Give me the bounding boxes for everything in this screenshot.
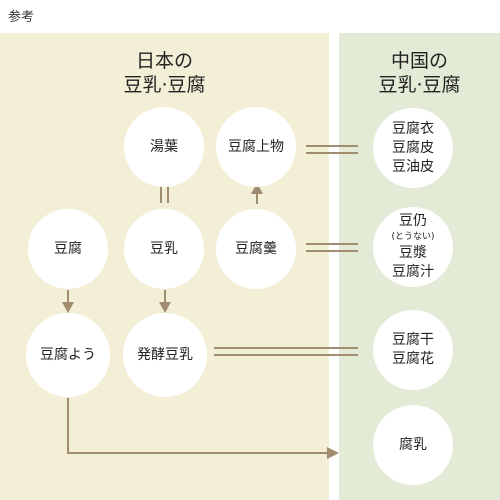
japan-panel-title: 日本の 豆乳·豆腐 xyxy=(0,49,329,97)
arrow-tofuyou-furu-line xyxy=(67,398,328,454)
china-title-line2: 豆乳·豆腐 xyxy=(378,74,461,96)
node-tofu-agemono-label: 豆腐上物 xyxy=(228,138,284,155)
node-yuba-label: 湯葉 xyxy=(150,138,178,155)
node-yuba: 湯葉 xyxy=(124,107,204,187)
node-cn-group2-line2: 豆漿 xyxy=(399,245,427,261)
node-furu-label: 腐乳 xyxy=(399,436,427,453)
japan-title-line2: 豆乳·豆腐 xyxy=(123,74,206,96)
node-cn-group3: 豆腐干 豆腐花 xyxy=(373,310,453,390)
node-tofu-agemono: 豆腐上物 xyxy=(216,107,296,187)
japan-title-line1: 日本の xyxy=(135,50,193,72)
node-tofu-kan: 豆腐羹 xyxy=(216,209,296,289)
node-tofuyou: 豆腐よう xyxy=(26,313,110,397)
node-hakko-tounyu: 発酵豆乳 xyxy=(123,313,207,397)
node-tofuyou-label: 豆腐よう xyxy=(40,346,96,363)
node-tofu-label: 豆腐 xyxy=(54,240,82,257)
arrow-kan-agemono-head xyxy=(251,183,263,194)
node-cn-group2-reading: (とうない) xyxy=(391,232,435,242)
node-cn-group3-line2: 豆腐花 xyxy=(392,351,434,367)
node-cn-group1: 豆腐衣 豆腐皮 豆油皮 xyxy=(373,108,453,188)
node-tounyu: 豆乳 xyxy=(124,209,204,289)
node-cn-group2: 豆仍 (とうない) 豆漿 豆腐汁 xyxy=(373,207,453,287)
node-cn-group1-line3: 豆油皮 xyxy=(392,158,434,175)
arrow-tounyu-hakko-head xyxy=(159,302,171,313)
node-tofu-kan-label: 豆腐羹 xyxy=(235,240,277,257)
node-tounyu-label: 豆乳 xyxy=(150,240,178,257)
node-cn-group1-line1: 豆腐衣 xyxy=(392,120,434,137)
node-hakko-tounyu-label: 発酵豆乳 xyxy=(137,346,193,363)
node-cn-group2-line1: 豆仍 xyxy=(399,213,427,229)
node-cn-group2-line3: 豆腐汁 xyxy=(392,264,434,280)
arrow-tofuyou-furu-head xyxy=(327,447,339,459)
arrow-tofu-tofuyou-head xyxy=(62,302,74,313)
node-furu: 腐乳 xyxy=(373,405,453,485)
page-label: 参考 xyxy=(8,10,35,25)
china-title-line1: 中国の xyxy=(390,50,448,72)
node-cn-group1-line2: 豆腐皮 xyxy=(392,139,434,156)
china-panel-title: 中国の 豆乳·豆腐 xyxy=(339,49,500,97)
node-cn-group3-line1: 豆腐干 xyxy=(392,332,434,348)
node-tofu: 豆腐 xyxy=(28,209,108,289)
